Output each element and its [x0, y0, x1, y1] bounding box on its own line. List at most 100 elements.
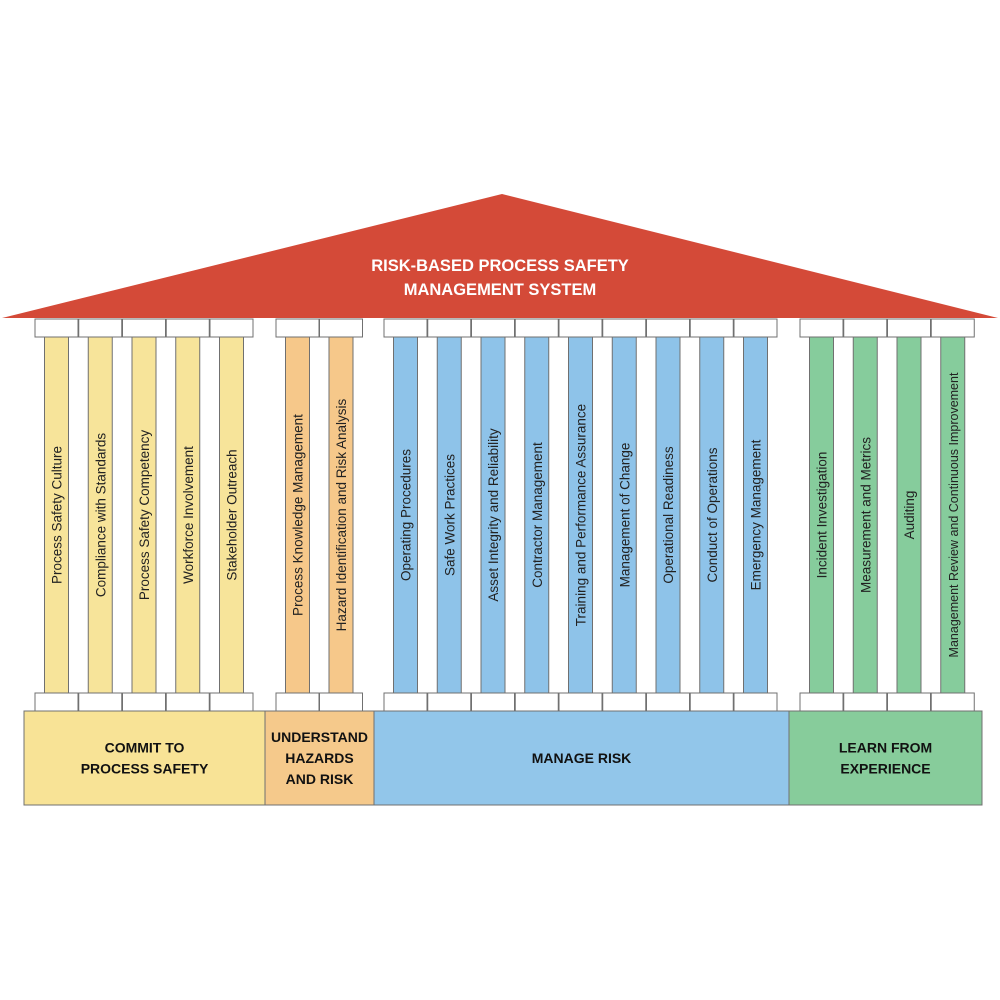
foundation-label: AND RISK [286, 771, 354, 787]
pillar-label: Process Knowledge Management [291, 414, 306, 616]
pillar-capital [122, 318, 166, 338]
pillar-plinth [558, 692, 603, 712]
pillar-label: Workforce Involvement [181, 446, 196, 584]
pillar-label: Auditing [902, 491, 917, 540]
pillar-plinth [689, 692, 734, 712]
pillar-plinth [78, 692, 123, 712]
foundation-commit: COMMIT TO PROCESS SAFETY [23, 710, 266, 806]
pillars: Process Safety Culture Compliance with St… [34, 318, 975, 712]
pillar-label: Management Review and Continuous Improve… [947, 372, 961, 657]
pillar-label: Emergency Management [749, 439, 764, 590]
pillar-capital [34, 318, 79, 338]
pillar-label: Compliance with Standards [93, 433, 108, 598]
foundation-label: EXPERIENCE [840, 761, 930, 777]
foundation-label: MANAGE RISK [532, 750, 632, 766]
pillar-emergency-management: Emergency Management [733, 318, 778, 712]
pillar-shaft [131, 336, 157, 694]
foundation-block [788, 710, 983, 806]
pillar-label: Management of Change [617, 443, 632, 588]
foundation-block [373, 710, 790, 806]
pillar-label: Measurement and Metrics [858, 437, 873, 593]
pillar-shaft [285, 336, 310, 694]
pillar-capital [471, 318, 515, 338]
pillar-plinth [275, 692, 320, 712]
pillar-plinth [471, 692, 515, 712]
pillar-workforce-involvement: Workforce Involvement [165, 318, 210, 712]
pillar-shaft [524, 336, 550, 694]
pillar-shaft [940, 336, 966, 694]
foundation-label: HAZARDS [285, 750, 353, 766]
pillar-label: Contractor Management [530, 442, 545, 588]
pillar-capital [843, 318, 888, 338]
pillar-capital [930, 318, 975, 338]
pillar-capital [319, 318, 363, 338]
pillar-shaft [87, 336, 113, 694]
pillar-process-knowledge-management: Process Knowledge Management [275, 318, 320, 712]
foundation-learn: LEARN FROM EXPERIENCE [788, 710, 983, 806]
foundation-label: PROCESS SAFETY [81, 761, 209, 777]
pillar-label: Safe Work Practices [442, 454, 457, 576]
pillar-stakeholder-outreach: Stakeholder Outreach [209, 318, 254, 712]
pillar-capital [602, 318, 647, 338]
pillar-capital [275, 318, 320, 338]
pillar-shaft [611, 336, 637, 694]
pillar-capital [733, 318, 778, 338]
pillar-shaft [436, 336, 462, 694]
pillar-shaft [328, 336, 354, 694]
foundation-manage: MANAGE RISK [373, 710, 790, 806]
pillar-capital [689, 318, 734, 338]
pillar-contractor-management: Contractor Management [514, 318, 559, 712]
pillar-management-of-change: Management of Change [602, 318, 647, 712]
pillar-label: Stakeholder Outreach [225, 449, 240, 580]
pillar-plinth [383, 692, 428, 712]
pillar-shaft [219, 336, 244, 694]
pillar-measurement-and-metrics: Measurement and Metrics [843, 318, 888, 712]
pillar-shaft [743, 336, 768, 694]
pillar-label: Conduct of Operations [705, 447, 720, 582]
pillar-shaft [896, 336, 922, 694]
pillar-shaft [568, 336, 593, 694]
pillar-capital [427, 318, 472, 338]
pillar-operating-procedures: Operating Procedures [383, 318, 428, 712]
pillar-safe-work-practices: Safe Work Practices [427, 318, 472, 712]
foundation-label: COMMIT TO [105, 740, 185, 756]
pillar-auditing: Auditing [887, 318, 931, 712]
pillar-label: Training and Performance Assurance [574, 404, 589, 626]
pillar-label: Incident Investigation [815, 452, 830, 579]
pillar-plinth [733, 692, 778, 712]
pillar-label: Operating Procedures [399, 449, 414, 581]
pillar-process-safety-culture: Process Safety Culture [34, 318, 79, 712]
pillar-shaft [480, 336, 506, 694]
pillar-capital [383, 318, 428, 338]
pillar-plinth [843, 692, 888, 712]
roof [2, 194, 998, 318]
pillar-capital [514, 318, 559, 338]
pillar-capital [78, 318, 123, 338]
pillar-capital [558, 318, 603, 338]
pillar-plinth [646, 692, 690, 712]
pillar-shaft [852, 336, 878, 694]
pillar-capital [799, 318, 844, 338]
pillar-shaft [44, 336, 69, 694]
pillar-shaft [393, 336, 418, 694]
pillar-conduct-of-operations: Conduct of Operations [689, 318, 734, 712]
pillar-asset-integrity-and-reliability: Asset Integrity and Reliability [471, 318, 515, 712]
pillar-capital [646, 318, 690, 338]
pillar-label: Operational Readiness [661, 446, 676, 584]
pillar-operational-readiness: Operational Readiness [646, 318, 690, 712]
pillar-incident-investigation: Incident Investigation [799, 318, 844, 712]
pillar-plinth [34, 692, 79, 712]
pillar-label: Asset Integrity and Reliability [486, 428, 501, 602]
pillar-plinth [930, 692, 975, 712]
pillar-plinth [209, 692, 254, 712]
foundation-block [23, 710, 266, 806]
pillar-shaft [699, 336, 725, 694]
pillar-hazard-identification-and-risk-analysis: Hazard Identification and Risk Analysis [319, 318, 363, 712]
pillar-training-and-performance-assurance: Training and Performance Assurance [558, 318, 603, 712]
pillar-plinth [799, 692, 844, 712]
pillar-plinth [602, 692, 647, 712]
pillar-shaft [175, 336, 201, 694]
foundation-label: LEARN FROM [839, 740, 932, 756]
